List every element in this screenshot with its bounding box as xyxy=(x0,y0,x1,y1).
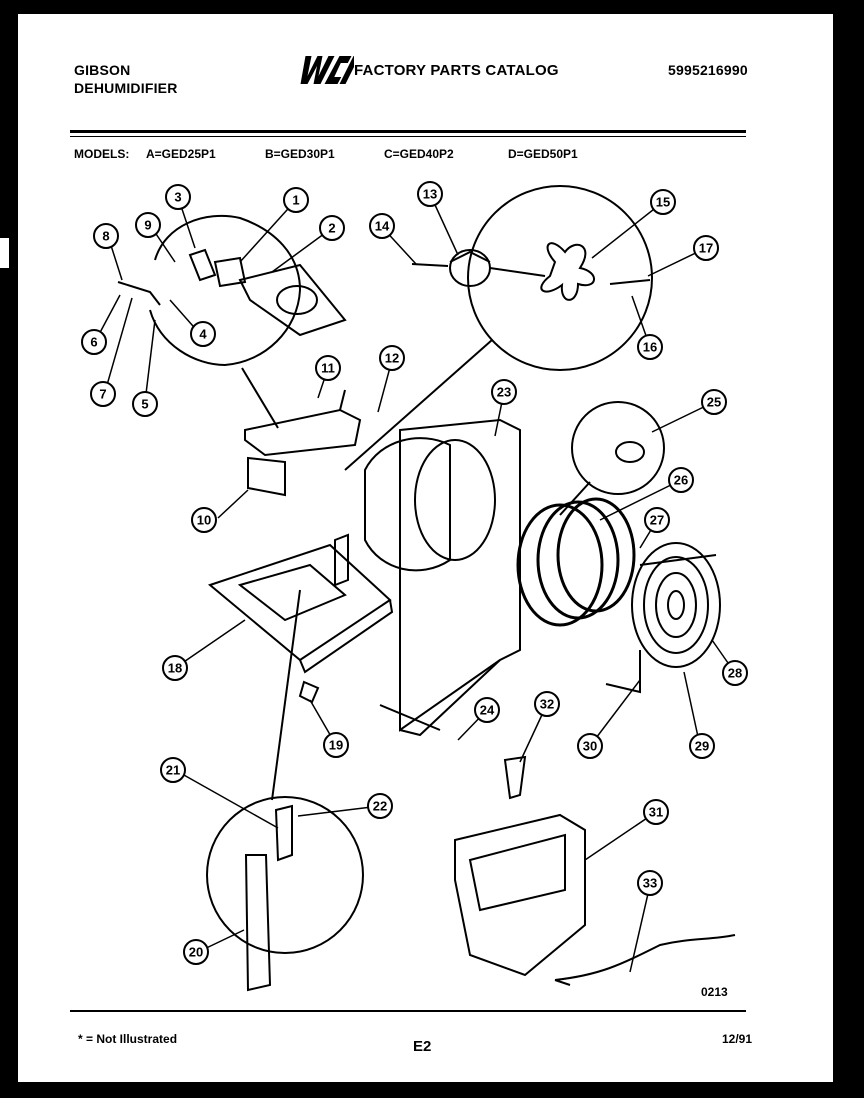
svg-text:17: 17 xyxy=(699,241,713,256)
model-b: B=GED30P1 xyxy=(265,147,335,161)
product-type: DEHUMIDIFIER xyxy=(74,80,178,96)
callout-9: 9 xyxy=(135,212,161,238)
fan-guard xyxy=(631,542,721,668)
svg-text:8: 8 xyxy=(102,229,109,244)
svg-text:2: 2 xyxy=(328,221,335,236)
svg-text:9: 9 xyxy=(144,218,151,233)
svg-text:22: 22 xyxy=(373,799,387,814)
callout-32: 32 xyxy=(534,691,560,717)
callout-16: 16 xyxy=(637,334,663,360)
callout-12: 12 xyxy=(379,345,405,371)
callout-6: 6 xyxy=(81,329,107,355)
not-illustrated-note: * = Not Illustrated xyxy=(78,1032,178,1046)
callout-24: 24 xyxy=(474,697,500,723)
svg-text:6: 6 xyxy=(90,335,97,350)
svg-text:3: 3 xyxy=(174,190,181,205)
svg-text:7: 7 xyxy=(99,387,106,402)
callout-11: 11 xyxy=(315,355,341,381)
svg-text:25: 25 xyxy=(707,395,721,410)
callout-25: 25 xyxy=(701,389,727,415)
callout-22: 22 xyxy=(367,793,393,819)
callout-8: 8 xyxy=(93,223,119,249)
detail-circle-thermostat xyxy=(571,401,665,495)
callout-5: 5 xyxy=(132,391,158,417)
diagram-linework xyxy=(117,185,736,992)
svg-text:27: 27 xyxy=(650,513,664,528)
callout-21: 21 xyxy=(160,757,186,783)
callout-3: 3 xyxy=(165,184,191,210)
callout-31: 31 xyxy=(643,799,669,825)
model-c: C=GED40P2 xyxy=(384,147,454,161)
callout-27: 27 xyxy=(644,507,670,533)
footer-rule xyxy=(70,1010,746,1012)
leader-lines xyxy=(95,193,736,973)
svg-text:5: 5 xyxy=(141,397,148,412)
svg-text:12: 12 xyxy=(385,351,399,366)
diagram-number: 0213 xyxy=(701,985,728,999)
svg-text:29: 29 xyxy=(695,739,709,754)
svg-text:15: 15 xyxy=(656,195,670,210)
svg-text:20: 20 xyxy=(189,945,203,960)
callout-2: 2 xyxy=(319,215,345,241)
scan-edge-mark xyxy=(0,238,9,268)
models-label: MODELS: xyxy=(74,147,130,161)
callout-7: 7 xyxy=(90,381,116,407)
revision-date: 12/91 xyxy=(722,1032,753,1046)
header-rule-thin xyxy=(70,136,746,137)
wci-logo xyxy=(300,56,354,84)
svg-text:16: 16 xyxy=(643,340,657,355)
svg-text:31: 31 xyxy=(649,805,663,820)
svg-text:1: 1 xyxy=(292,193,299,208)
callout-14: 14 xyxy=(369,213,395,239)
svg-text:18: 18 xyxy=(168,661,182,676)
detail-circle-bracket xyxy=(206,796,364,954)
callout-15: 15 xyxy=(650,189,676,215)
callout-19: 19 xyxy=(323,732,349,758)
header-rule-thick xyxy=(70,130,746,133)
callout-29: 29 xyxy=(689,733,715,759)
callout-10: 10 xyxy=(191,507,217,533)
svg-text:10: 10 xyxy=(197,513,211,528)
svg-text:24: 24 xyxy=(480,703,495,718)
callout-13: 13 xyxy=(417,181,443,207)
svg-text:11: 11 xyxy=(321,361,335,376)
svg-text:14: 14 xyxy=(375,219,390,234)
callout-28: 28 xyxy=(722,660,748,686)
callout-18: 18 xyxy=(162,655,188,681)
svg-text:13: 13 xyxy=(423,187,437,202)
svg-text:32: 32 xyxy=(540,697,554,712)
svg-text:19: 19 xyxy=(329,738,343,753)
svg-text:26: 26 xyxy=(674,473,688,488)
catalog-title: FACTORY PARTS CATALOG xyxy=(354,62,559,79)
svg-text:30: 30 xyxy=(583,739,597,754)
callout-20: 20 xyxy=(183,939,209,965)
detail-circle-fan-bracket xyxy=(149,214,302,367)
model-d: D=GED50P1 xyxy=(508,147,578,161)
callout-23: 23 xyxy=(491,379,517,405)
callout-4: 4 xyxy=(190,321,216,347)
model-a: A=GED25P1 xyxy=(146,147,216,161)
callout-30: 30 xyxy=(577,733,603,759)
svg-text:33: 33 xyxy=(643,876,657,891)
callout-33: 33 xyxy=(637,870,663,896)
detail-circle-fan-blade xyxy=(467,185,653,371)
heater-coil xyxy=(516,497,636,627)
svg-text:23: 23 xyxy=(497,385,511,400)
svg-text:28: 28 xyxy=(728,666,742,681)
callout-1: 1 xyxy=(283,187,309,213)
catalog-part-number: 5995216990 xyxy=(668,62,748,78)
callout-17: 17 xyxy=(693,235,719,261)
svg-text:4: 4 xyxy=(199,327,207,342)
brand-name: GIBSON xyxy=(74,62,131,78)
svg-text:21: 21 xyxy=(166,763,180,778)
page-number: E2 xyxy=(413,1038,432,1055)
callout-26: 26 xyxy=(668,467,694,493)
